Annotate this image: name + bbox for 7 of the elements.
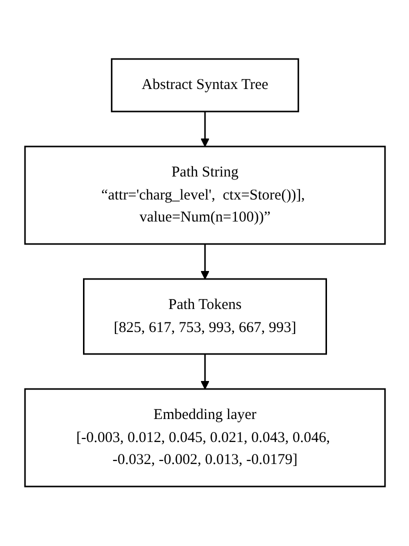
arrow [200,244,209,280]
arrow [200,112,209,148]
node-box: Abstract Syntax Tree [110,58,299,112]
node-box: Embedding layer [-0.003, 0.012, 0.045, 0.021, 0.043, 0.046, -0.032, -0.002, 0.013, -0.0179] [24,388,386,488]
arrow [200,354,209,390]
node-box: Path String “attr='charg_level', ctx=Store())], value=Num(n=100))” [24,146,386,245]
node-box: Path Tokens [825, 617, 753, 993, 667, 993] [82,278,326,355]
